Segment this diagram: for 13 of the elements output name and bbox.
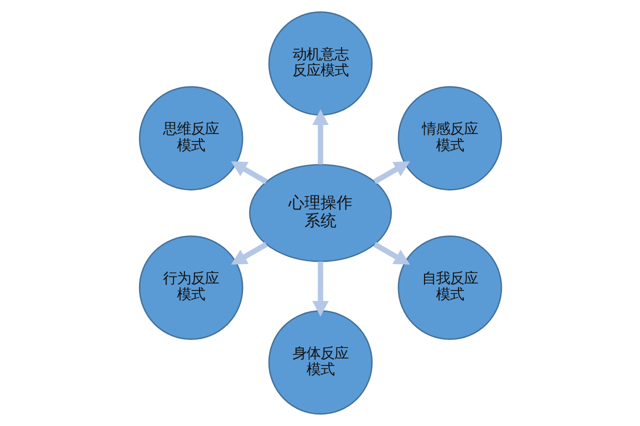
node-circle: 思维反应模式	[138, 86, 243, 190]
node-circle: 自我反应模式	[397, 236, 502, 340]
node-ellipse: 心理操作系统	[248, 164, 392, 262]
arrow	[230, 161, 268, 184]
arrow	[230, 242, 268, 265]
arrow	[312, 262, 328, 317]
arrow	[372, 161, 410, 184]
node-circle: 动机意志反应模式	[268, 11, 372, 116]
node-circle: 行为反应模式	[138, 236, 243, 340]
node-circle: 身体反应模式	[268, 310, 372, 415]
arrow	[372, 242, 410, 265]
node-circle: 情感反应模式	[397, 86, 502, 190]
arrow	[312, 109, 328, 164]
